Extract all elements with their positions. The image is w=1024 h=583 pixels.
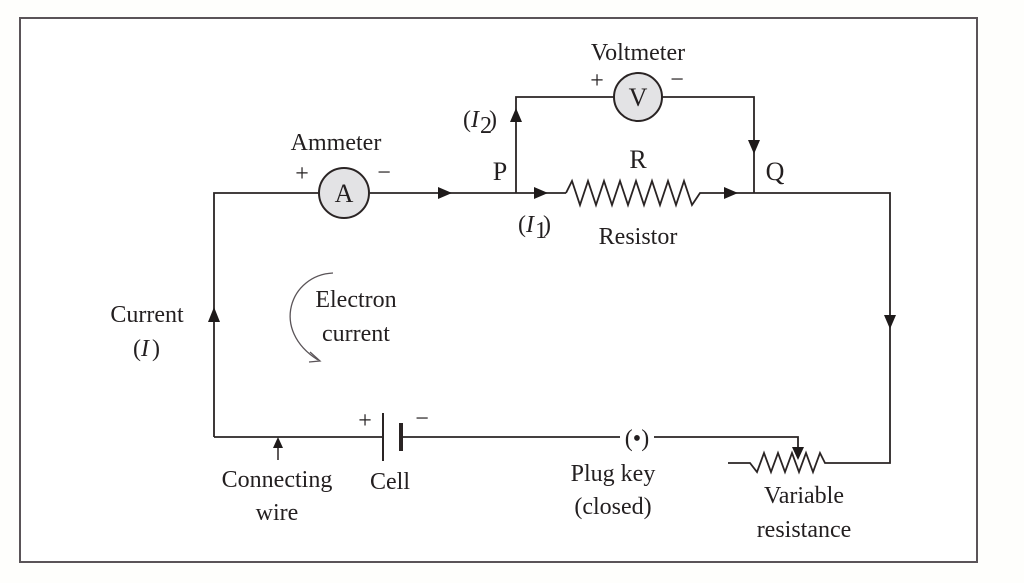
- electron-current-arc: [289, 272, 334, 361]
- wire-voltmeter-left: [515, 96, 614, 193]
- wire-voltmeter-right: [662, 96, 755, 193]
- variable-resistance-symbol: [728, 450, 830, 475]
- current-arrow-top: [438, 187, 452, 199]
- resistor-r: [565, 178, 891, 464]
- current-arrow-voltmeter-down: [748, 140, 760, 154]
- cell-plus: +: [358, 408, 372, 434]
- current-arrow-i1: [534, 187, 548, 199]
- i1-open: (: [518, 212, 526, 238]
- i2-open: (: [463, 107, 471, 133]
- voltmeter-letter: V: [629, 83, 648, 112]
- connecting-wire-label-line2: wire: [256, 500, 299, 526]
- i1-letter: I: [525, 212, 535, 238]
- ammeter-symbol: [318, 167, 370, 219]
- voltmeter-plus: +: [590, 68, 604, 94]
- i2-subscript: 2: [480, 113, 492, 139]
- voltmeter-label: Voltmeter: [591, 40, 685, 66]
- resistor-r-label: R: [629, 145, 647, 174]
- connecting-wire-label-line1: Connecting: [222, 467, 333, 493]
- slider-arrow-icon: [792, 447, 804, 460]
- ammeter-minus: −: [377, 160, 391, 186]
- wire-pointer-arrow-icon: [273, 437, 283, 448]
- ammeter-letter: A: [335, 179, 354, 208]
- electron-label-line2: current: [322, 321, 390, 347]
- i1-subscript: 1: [535, 218, 547, 244]
- current-arrow-right: [884, 315, 896, 329]
- current-symbol: ( I ): [133, 336, 160, 362]
- i2-close: ): [489, 107, 497, 133]
- ammeter-plus: +: [295, 161, 309, 187]
- i2-letter: I: [470, 107, 480, 133]
- cell-label: Cell: [370, 469, 410, 495]
- voltmeter-minus: −: [670, 67, 684, 93]
- variable-resistance-label-line1: Variable: [764, 483, 844, 509]
- i2-label: ( I 2 ): [463, 107, 497, 139]
- cell-minus: −: [415, 406, 429, 432]
- current-label: Current: [110, 302, 184, 328]
- voltmeter-symbol: [613, 72, 663, 122]
- plug-key-label-line2: (closed): [574, 494, 651, 520]
- point-q-label: Q: [766, 157, 785, 186]
- i1-close: ): [543, 212, 551, 238]
- wire-left: [213, 192, 318, 437]
- plug-key-label-line1: Plug key: [571, 461, 656, 487]
- variable-resistance-label-line2: resistance: [757, 517, 852, 543]
- point-p-label: P: [493, 157, 507, 186]
- electron-label-line1: Electron: [315, 287, 396, 313]
- diagram-frame: [19, 17, 978, 563]
- resistor-label: Resistor: [599, 224, 678, 250]
- electron-arrow-icon: [308, 351, 322, 363]
- current-arrow-i2: [510, 108, 522, 122]
- ammeter-label: Ammeter: [291, 130, 382, 156]
- current-open: (: [133, 336, 141, 362]
- current-close: ): [152, 336, 160, 362]
- plug-key-symbol: (•): [625, 426, 649, 452]
- current-arrow-left: [208, 307, 220, 322]
- current-letter: I: [140, 336, 150, 362]
- current-arrow-after-resistor: [724, 187, 738, 199]
- i1-label: ( I 1 ): [518, 212, 551, 244]
